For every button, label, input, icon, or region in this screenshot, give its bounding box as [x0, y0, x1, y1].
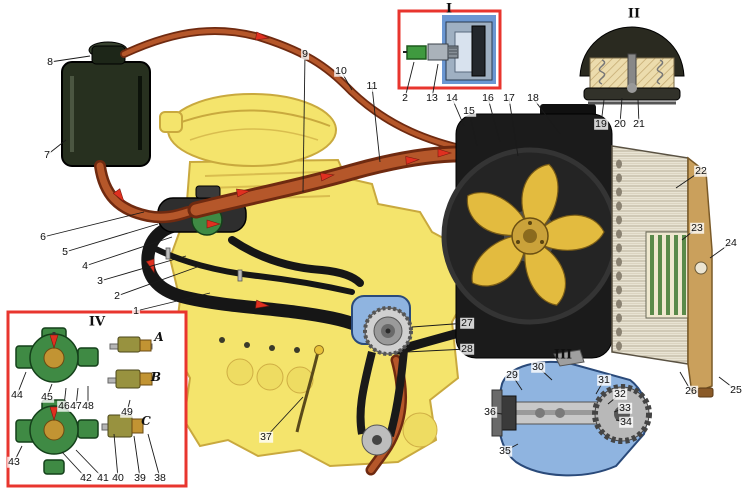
flow-arrow — [320, 172, 335, 182]
leader-line-11 — [371, 85, 381, 163]
leader-line-39 — [133, 435, 141, 479]
flow-arrow — [255, 299, 270, 309]
expansion-tank — [61, 41, 151, 167]
drive-belt — [356, 351, 376, 435]
leader-line-17 — [508, 97, 519, 157]
coolant-hoses-red — [94, 26, 479, 224]
flow-arrow — [49, 334, 59, 350]
dipstick — [295, 351, 320, 433]
radiator-side-tank — [687, 156, 713, 396]
inset-2-radiator-cap-detail — [579, 26, 685, 105]
flow-arrows-layer — [49, 31, 453, 422]
inset-3-water-pump-detail — [491, 349, 652, 477]
leader-line-38 — [147, 433, 161, 479]
leader-line-16 — [487, 97, 501, 143]
cooling-fan — [466, 163, 605, 306]
leader-line-4 — [84, 236, 173, 267]
leader-line-8 — [49, 55, 91, 63]
valve-a — [109, 336, 153, 353]
inset-4-thermostat-detail — [6, 310, 188, 488]
flow-arrow — [206, 219, 222, 229]
radiator-filler — [694, 261, 708, 275]
water-pump-and-belt — [351, 295, 475, 476]
flow-arrow — [145, 258, 155, 274]
flow-arrow — [437, 148, 453, 158]
leader-line-13 — [431, 63, 439, 99]
flow-arrow — [236, 188, 251, 198]
radiator-drain — [697, 387, 714, 398]
radiator-assembly — [441, 104, 714, 398]
leader-line-1 — [135, 292, 211, 312]
leader-line-3 — [99, 255, 187, 282]
leader-line-27 — [411, 322, 468, 328]
valve-b — [107, 369, 153, 389]
leader-line-40 — [113, 433, 119, 479]
leader-line-37 — [265, 396, 304, 438]
flow-arrow — [405, 156, 421, 165]
leader-line-6 — [42, 211, 145, 238]
leader-line-28 — [405, 348, 468, 353]
leader-line-18 — [532, 97, 561, 135]
sensor-connector — [406, 45, 427, 60]
leader-line-2 — [404, 61, 415, 99]
core-face-holes — [616, 159, 622, 351]
inset-1-temp-sensor-detail — [397, 9, 502, 90]
leader-line-2 — [116, 265, 201, 297]
leader-line-9 — [302, 53, 306, 193]
air-cleaner-housing — [167, 93, 337, 167]
sensor-body — [427, 43, 449, 61]
flow-arrow — [49, 406, 59, 422]
thermostat-section-top — [15, 327, 99, 383]
leader-line-14 — [451, 97, 465, 127]
flow-arrow — [255, 31, 270, 41]
flow-arrow — [112, 188, 125, 203]
leader-line-24 — [709, 242, 732, 259]
leader-lines-layer — [13, 53, 737, 479]
leader-line-25 — [718, 376, 737, 391]
leader-line-15 — [468, 110, 478, 147]
leader-line-5 — [64, 223, 159, 253]
valve-c — [101, 414, 144, 438]
